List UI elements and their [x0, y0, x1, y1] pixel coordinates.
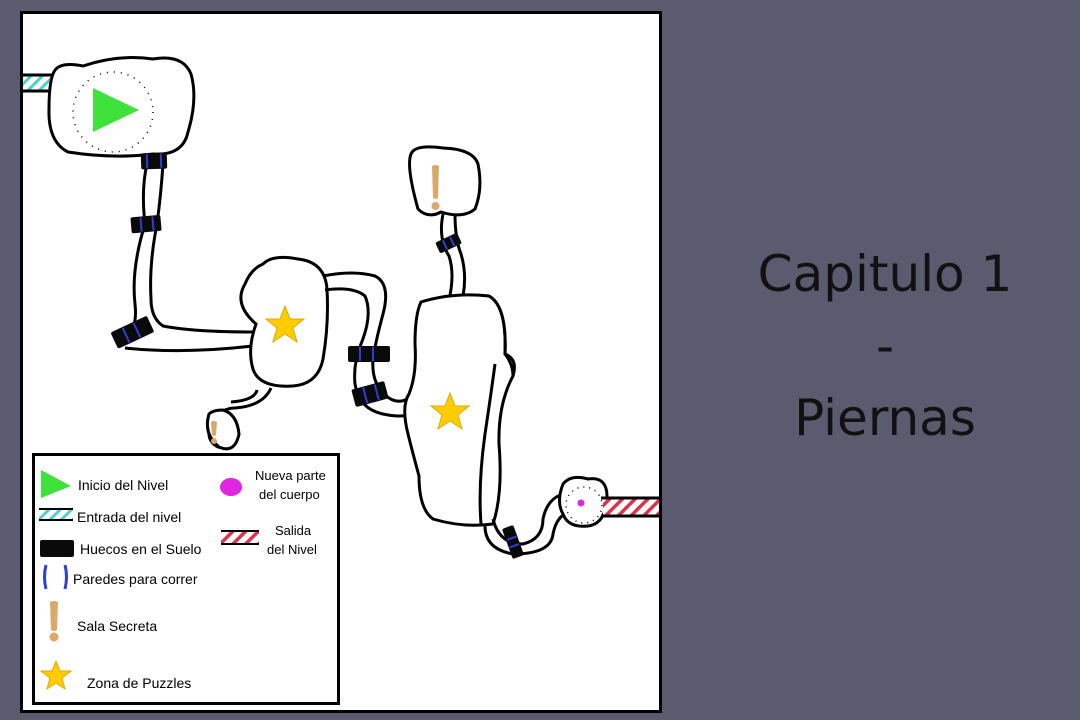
- black-bar-icon: [40, 540, 74, 557]
- start-triangle-icon: [93, 88, 139, 132]
- blue-lines-icon: [43, 564, 68, 590]
- legend-label-bodypart-1: Nueva parte: [255, 468, 326, 483]
- secret-room-small: [205, 387, 273, 451]
- floor-gap-4: [348, 346, 390, 362]
- legend-label-exit-2: del Nivel: [267, 542, 317, 557]
- tan-exclamation-icon: [49, 601, 59, 642]
- start-room: [47, 56, 196, 158]
- magenta-blob-icon: [220, 478, 242, 496]
- level-map: Inicio del Nivel Entrada del nivel Hueco…: [20, 11, 662, 713]
- body-part-dot-icon: [577, 499, 585, 507]
- legend-label-secret: Sala Secreta: [77, 618, 158, 634]
- puzzle-star-icon: [429, 391, 471, 431]
- level-map-drawing: [23, 56, 659, 559]
- floor-gap-7: [502, 525, 524, 559]
- legend-label-start: Inicio del Nivel: [78, 477, 169, 493]
- legend-label-entrance: Entrada del nivel: [77, 509, 182, 525]
- legend-label-bodypart-2: del cuerpo: [259, 487, 320, 502]
- legend-label-exit-1: Salida: [275, 523, 312, 538]
- red-striped-bar-icon: [221, 530, 259, 545]
- legend-label-gaps: Huecos en el Suelo: [80, 541, 202, 557]
- floor-gap-3: [111, 316, 154, 349]
- legend-label-walls: Paredes para correr: [73, 571, 198, 587]
- floor-gap-2: [130, 214, 162, 234]
- chapter-title-line1: Capitulo 1: [757, 245, 1013, 303]
- floor-gaps: [111, 152, 524, 559]
- secret-exclamation-icon: [211, 421, 217, 444]
- legend-label-puzzle: Zona de Puzzles: [87, 675, 192, 691]
- level-exit-marker: [601, 496, 659, 518]
- floor-gap-6: [435, 233, 462, 253]
- puzzle-star-icon: [264, 304, 306, 344]
- secret-exclamation-icon: [431, 165, 440, 210]
- chapter-title: Capitulo 1 - Piernas: [700, 238, 1070, 454]
- yellow-star-icon: [40, 660, 72, 691]
- map-legend: Inicio del Nivel Entrada del nivel Hueco…: [32, 453, 340, 705]
- floor-gap-5: [351, 381, 389, 407]
- secret-room-top: [408, 145, 482, 301]
- green-triangle-icon: [41, 470, 71, 498]
- chapter-title-line2: -: [875, 317, 895, 375]
- corridor-central-to-exit: [483, 492, 572, 556]
- cyan-striped-bar-icon: [39, 508, 73, 521]
- chapter-title-line3: Piernas: [794, 389, 976, 447]
- corridor-puzzle-to-central: [322, 271, 416, 418]
- exit-room: [558, 475, 609, 528]
- floor-gap-1: [140, 152, 168, 170]
